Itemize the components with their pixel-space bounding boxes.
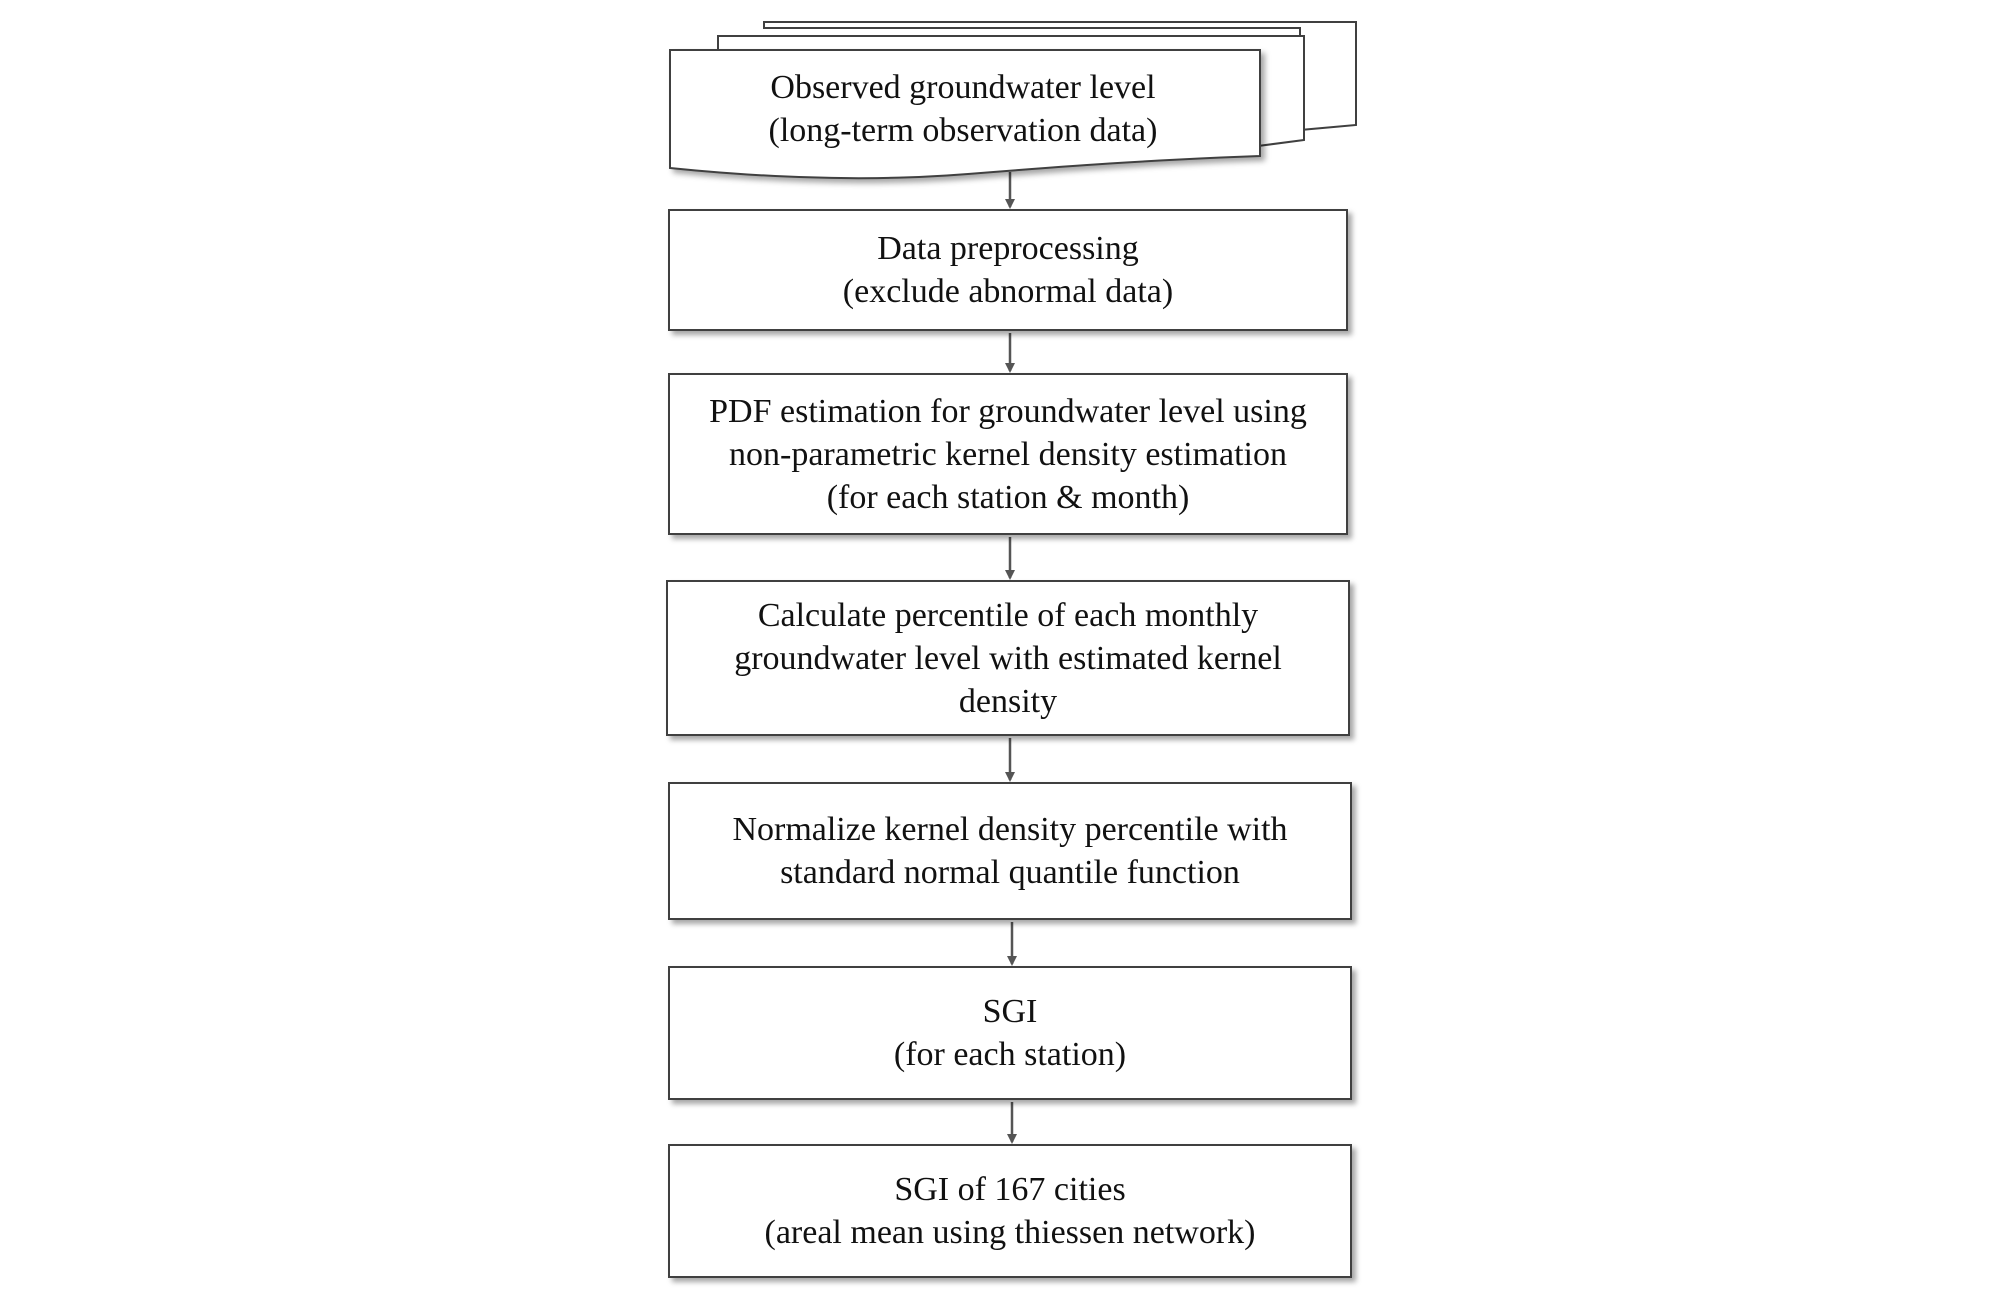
step-sgi-cities-line-2: (areal mean using thiessen network) [764, 1214, 1256, 1251]
step-sgi-cities-text: SGI of 167 cities (areal mean using thie… [747, 1168, 1274, 1254]
step-preprocess-box: Data preprocessing (exclude abnormal dat… [668, 209, 1348, 331]
multidocument-shape [669, 21, 1357, 180]
step-pdf-line-1: PDF estimation for groundwater level usi… [709, 392, 1307, 430]
step-pdf-text: PDF estimation for groundwater level usi… [691, 390, 1325, 519]
step-sgi-line-1: SGI [982, 993, 1038, 1030]
step-pdf-box: PDF estimation for groundwater level usi… [668, 373, 1348, 535]
step-percentile-line-3: density [958, 682, 1058, 720]
step-sgi-box: SGI (for each station) [668, 966, 1352, 1100]
step-preprocess-line-2: (exclude abnormal data) [842, 273, 1174, 310]
step-normalize-line-1: Normalize kernel density percentile with [732, 811, 1288, 848]
step-percentile-line-1: Calculate percentile of each monthly [757, 596, 1259, 634]
step-percentile-line-2: groundwater level with estimated kernel [734, 639, 1282, 677]
step-normalize-line-2: standard normal quantile function [780, 854, 1240, 891]
step-observed-text: Observed groundwater level (long-term ob… [668, 66, 1258, 152]
step-sgi-text: SGI (for each station) [876, 990, 1144, 1076]
step-sgi-line-2: (for each station) [893, 1036, 1127, 1073]
step-normalize-text: Normalize kernel density percentile with… [714, 808, 1305, 894]
step-observed-line-1: Observed groundwater level [770, 69, 1156, 106]
step-sgi-cities-box: SGI of 167 cities (areal mean using thie… [668, 1144, 1352, 1278]
step-pdf-line-3: (for each station & month) [826, 478, 1190, 516]
step-percentile-text: Calculate percentile of each monthly gro… [716, 594, 1300, 723]
step-observed-multidocument: Observed groundwater level (long-term ob… [668, 20, 1358, 182]
step-normalize-box: Normalize kernel density percentile with… [668, 782, 1352, 920]
step-observed-line-2: (long-term observation data) [768, 112, 1158, 149]
step-pdf-line-2: non-parametric kernel density estimation [729, 435, 1287, 473]
step-preprocess-text: Data preprocessing (exclude abnormal dat… [825, 227, 1191, 313]
step-preprocess-line-1: Data preprocessing [877, 230, 1139, 267]
step-percentile-box: Calculate percentile of each monthly gro… [666, 580, 1350, 736]
step-sgi-cities-line-1: SGI of 167 cities [894, 1171, 1126, 1208]
